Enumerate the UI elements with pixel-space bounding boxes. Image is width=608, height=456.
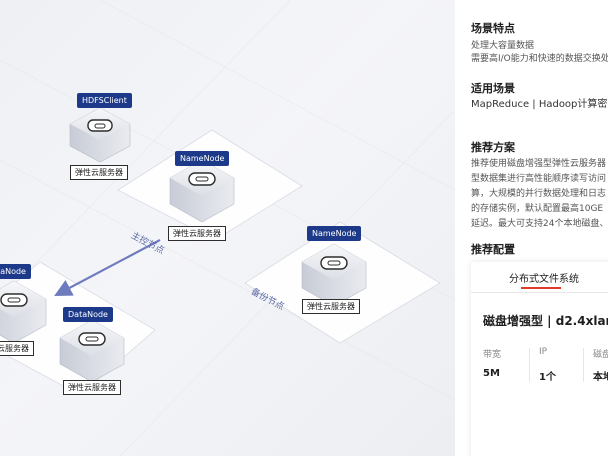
client-server-icon: [69, 107, 131, 163]
active-tab-indicator: [521, 287, 561, 289]
ip-header: IP: [539, 347, 548, 357]
recommend-line-3: 算，大规模的并行数据处理和日志: [471, 189, 607, 199]
backup-namenode-tag: NameNode: [307, 226, 362, 241]
disk-header: 磁盘: [593, 350, 608, 360]
recommend-line-5: 延迟。最大可支持24个本地磁盘、: [471, 219, 608, 229]
recommend-description: 推荐使用磁盘增强型弹性云服务器 型数据集进行高性能顺序读写访问 算，大规模的并行…: [471, 157, 608, 232]
diagram-graphics: [0, 0, 455, 456]
client-server-label: 弹性云服务器: [70, 165, 128, 180]
bandwidth-value: 5M: [483, 368, 500, 379]
datanode-1-server-icon: [0, 280, 47, 344]
bandwidth-header: 带宽: [483, 350, 502, 360]
config-card: 分布式文件系统 磁盘增强型 | d2.4xlarg 带宽 5M IP 1个 磁盘…: [471, 262, 608, 456]
recommend-line-2: 型数据集进行高性能顺序读写访问: [471, 174, 607, 184]
datanode-2-server-icon: [59, 319, 125, 383]
scene-features-title: 场景特点: [471, 22, 515, 35]
disk-value: 本地: [593, 372, 608, 383]
column-separator-1: [529, 348, 530, 382]
architecture-diagram: HDFSClient 弹性云服务器 NameNode 弹性云服务器 NameNo…: [0, 0, 455, 456]
scene-feature-line-1: 处理大容量数据: [471, 41, 535, 51]
datanode-2-tag: DataNode: [63, 307, 113, 322]
recommend-title: 推荐方案: [471, 141, 515, 154]
backup-namenode-server-icon: [301, 243, 367, 307]
use-cases-text: MapReduce | Hadoop计算密: [471, 99, 608, 110]
use-cases-title: 适用场景: [471, 82, 515, 95]
primary-namenode-server-icon: [169, 159, 235, 223]
backup-namenode-server-label: 弹性云服务器: [302, 299, 360, 314]
datanode-2-server-label: 弹性云服务器: [63, 380, 121, 395]
primary-namenode-tag: NameNode: [175, 151, 230, 166]
ip-value: 1个: [539, 372, 556, 383]
datanode-1-tag: DataNode: [0, 264, 31, 279]
datanode-1-server-label: 弹性云服务器: [0, 341, 34, 356]
config-title: 推荐配置: [471, 243, 515, 256]
column-separator-2: [583, 348, 584, 382]
recommend-line-4: 的存储实例，默认配置最高10GE: [471, 204, 604, 214]
tab-distributed-file-system[interactable]: 分布式文件系统: [509, 274, 579, 285]
hdfs-client-tag: HDFSClient: [77, 93, 132, 108]
scene-feature-line-2: 需要高I/O能力和快速的数据交换处: [471, 54, 608, 64]
namenode-to-datanode-arrow: [54, 239, 161, 297]
recommend-line-1: 推荐使用磁盘增强型弹性云服务器: [471, 159, 607, 169]
instance-spec: 磁盘增强型 | d2.4xlarg: [483, 314, 608, 328]
primary-namenode-server-label: 弹性云服务器: [168, 226, 226, 241]
tab-divider: [471, 292, 608, 293]
scenario-panel: 场景特点 处理大容量数据 需要高I/O能力和快速的数据交换处 适用场景 MapR…: [455, 0, 608, 456]
